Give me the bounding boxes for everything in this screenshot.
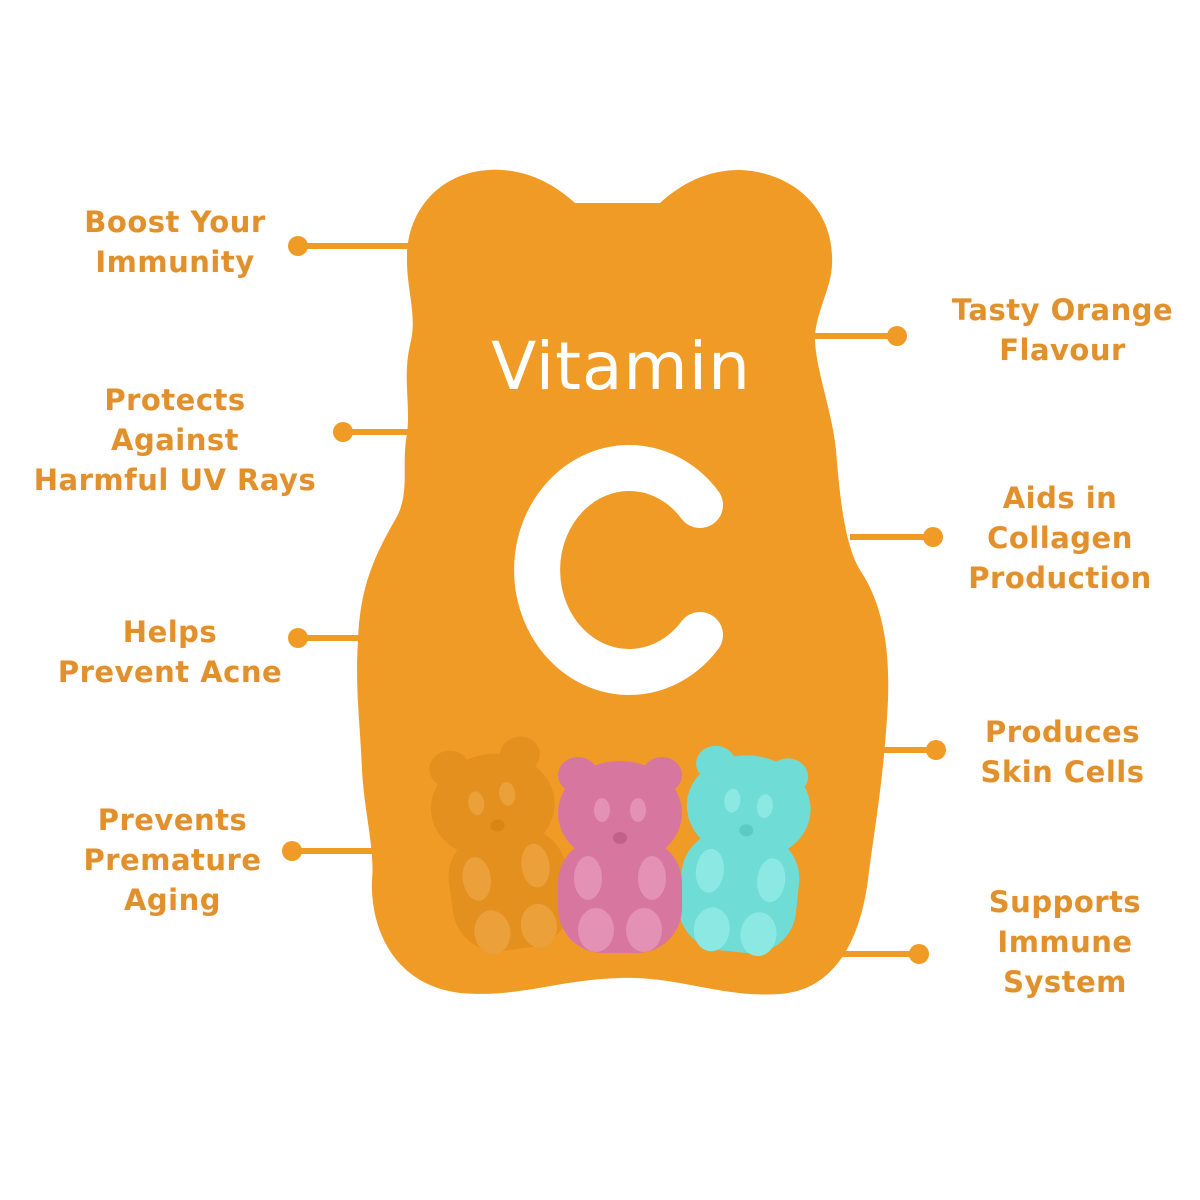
benefit-immune-system: Supports Immune System — [988, 885, 1142, 999]
benefit-anti-aging: Prevents Premature Aging — [83, 803, 262, 917]
benefit-uv-protection: Protects Against Harmful UV Rays — [33, 383, 317, 497]
gummy-bear-teal — [678, 745, 811, 957]
connector-dot — [333, 422, 353, 442]
connector-dot — [909, 944, 929, 964]
connector-dot — [288, 628, 308, 648]
benefit-skin-cells: Produces Skin Cells — [980, 715, 1145, 789]
gummy-bear-pink — [558, 757, 682, 953]
benefit-orange-flavour: Tasty Orange Flavour — [951, 293, 1174, 367]
right-connectors — [815, 326, 946, 964]
connector-dot — [282, 841, 302, 861]
title-letter-c — [514, 445, 723, 695]
connector-dot — [926, 740, 946, 760]
connector-dot — [923, 527, 943, 547]
connector-dot — [887, 326, 907, 346]
benefit-collagen: Aids in Collagen Production — [968, 481, 1152, 595]
benefit-boost-immunity: Boost Your Immunity — [84, 205, 266, 279]
connector-dot — [288, 236, 308, 256]
gummy-bear-orange — [429, 736, 571, 955]
benefit-prevent-acne: Helps Prevent Acne — [57, 615, 283, 689]
title-vitamin: Vitamin — [491, 328, 751, 405]
left-connectors — [282, 236, 412, 861]
